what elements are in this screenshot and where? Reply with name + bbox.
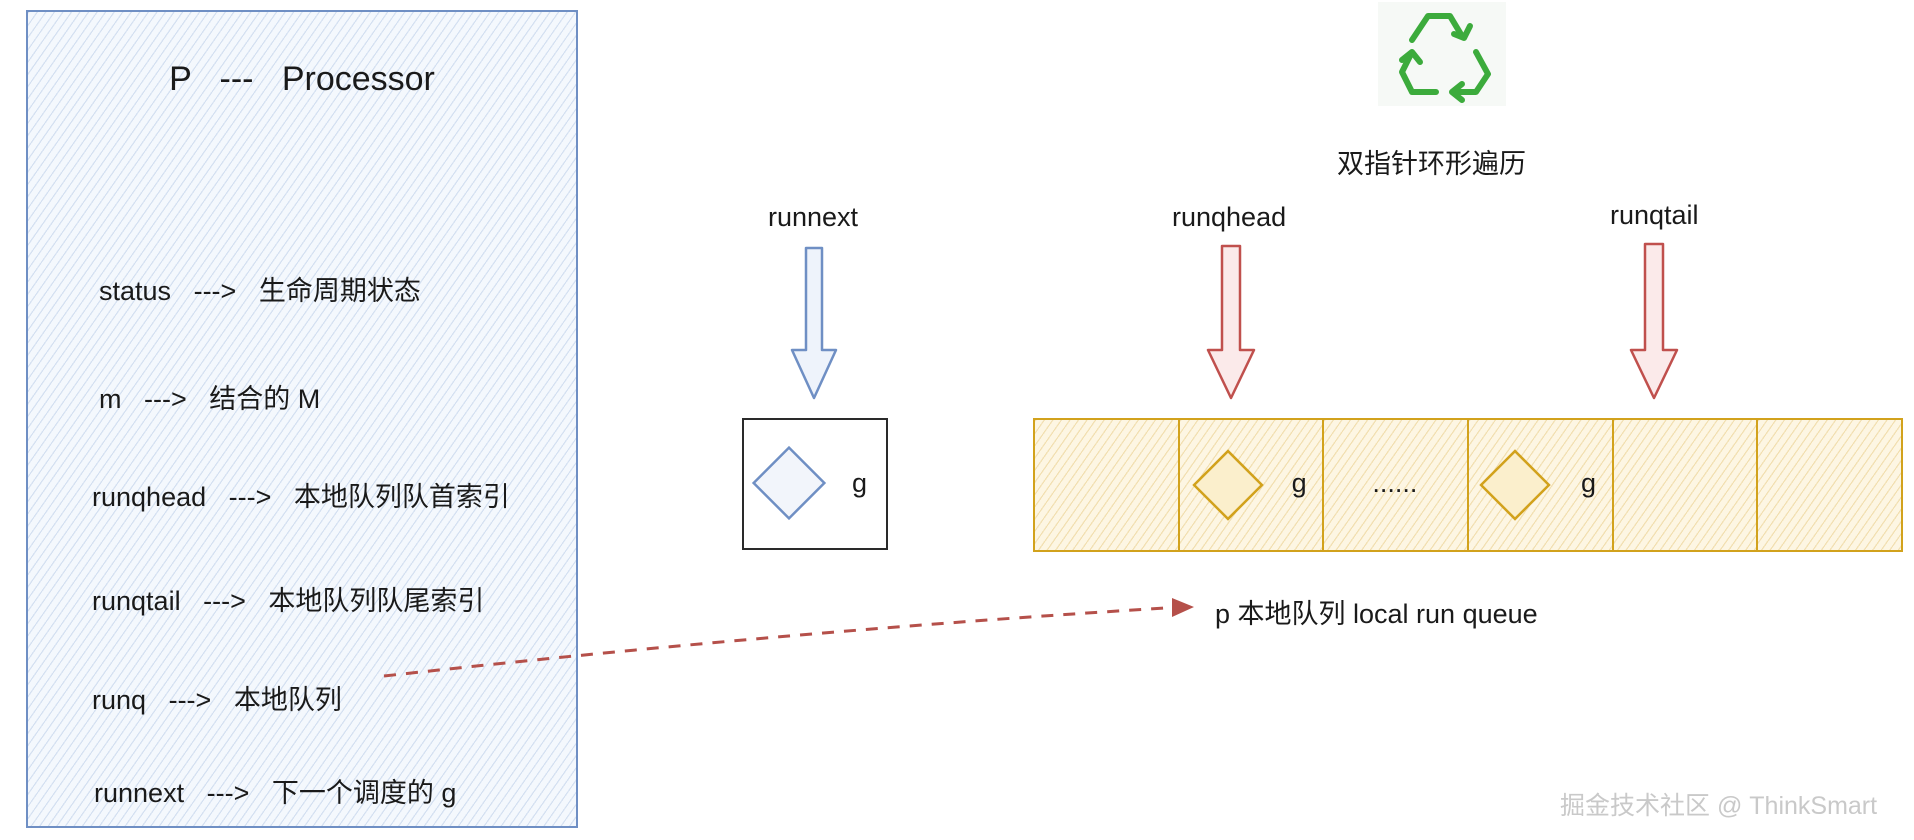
field-arrow: ---> [168,685,212,715]
runq-connector-arrow [383,598,1194,678]
field-arrow: ---> [203,586,246,616]
runnext-g-box: g [742,418,888,550]
runqtail-pointer-arrow [1629,242,1679,400]
goroutine-diamond-icon [751,445,827,521]
field-desc: 本地队列队尾索引 [268,586,485,616]
field-name: runqtail [92,586,181,616]
processor-panel [26,10,578,828]
field-arrow: ---> [206,778,250,808]
queue-slot [1035,420,1180,550]
field-name: runnext [94,778,185,808]
field-m: m ---> 结合的 M [84,346,320,416]
goroutine-diamond-icon [1191,449,1264,521]
field-runqhead: runqhead ---> 本地队列队首索引 [77,444,510,514]
queue-slot: ...... [1324,420,1470,550]
queue-slot [1613,420,1759,550]
watermark: 掘金技术社区 @ ThinkSmart [1560,792,1878,820]
field-name: runq [92,685,147,715]
runqhead-pointer-arrow [1206,244,1256,400]
local-run-queue-caption: p 本地队列 local run queue [1215,599,1538,629]
recycle-icon [1378,2,1506,106]
field-desc: 生命周期状态 [258,276,421,306]
field-name: runqhead [92,482,207,512]
goroutine-diamond-icon [1479,449,1551,521]
field-arrow: ---> [228,482,272,512]
runnext-pointer-arrow [790,246,838,400]
runqhead-label: runqhead [1172,202,1287,232]
runnext-label: runnext [768,202,859,232]
field-status: status ---> 生命周期状态 [84,238,421,308]
queue-slot-label: g [1581,468,1597,498]
field-desc: 下一个调度的 g [271,778,457,808]
queue-slot [1758,420,1902,550]
processor-title: P --- Processor [169,60,435,98]
field-runnext: runnext ---> 下一个调度的 g [79,740,456,810]
field-desc: 本地队列 [233,685,342,715]
queue-slot: g [1469,420,1614,550]
local-run-queue: g ...... g [1033,418,1903,552]
field-name: status [99,276,172,306]
ring-traversal-caption: 双指针环形遍历 [1337,149,1526,179]
queue-slot-label: g [1291,468,1307,498]
field-name: m [99,384,122,414]
field-runq: runq ---> 本地队列 [77,647,342,717]
runqtail-label: runqtail [1610,200,1699,230]
queue-slot: g [1179,420,1325,550]
runnext-g-label: g [852,468,868,498]
field-arrow: ---> [144,384,187,414]
field-runqtail: runqtail ---> 本地队列队尾索引 [77,548,484,618]
queue-slot-label: ...... [1372,468,1418,498]
field-desc: 本地队列队首索引 [293,482,510,512]
field-desc: 结合的 M [209,384,321,414]
field-arrow: ---> [193,276,237,306]
